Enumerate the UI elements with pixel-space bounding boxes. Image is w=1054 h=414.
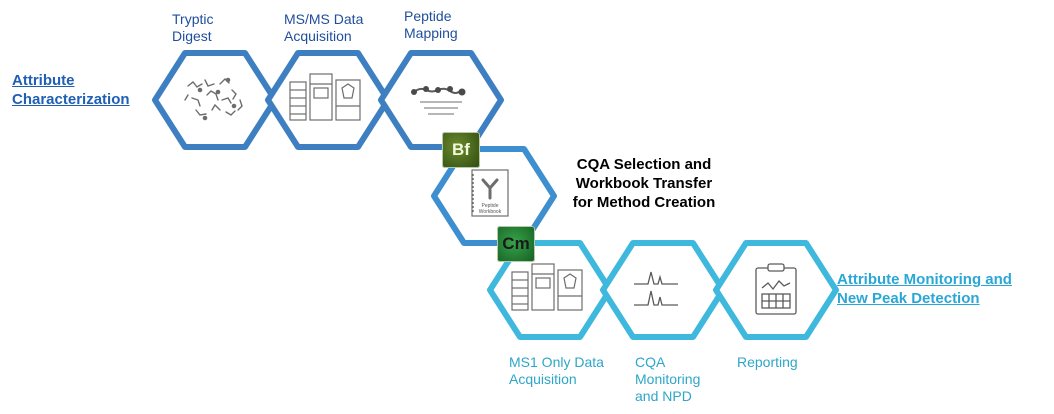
label-ms1-acquisition-line1: MS1 Only Data xyxy=(509,354,604,370)
label-tryptic-digest-line2: Digest xyxy=(172,28,212,44)
attribute-characterization-line1[interactable]: Attribute xyxy=(12,72,75,89)
peptide-chain-icon xyxy=(411,86,466,115)
workbook-text-line2: Workbook xyxy=(479,209,502,215)
cqa-selection-title: CQA Selection and Workbook Transfer for … xyxy=(561,155,727,212)
label-peptide-mapping: Peptide Mapping xyxy=(404,8,458,42)
attribute-characterization-link[interactable]: Attribute Characterization xyxy=(12,71,130,109)
chromatogram-icon xyxy=(634,271,678,306)
cqa-title-line1: CQA Selection and xyxy=(576,156,712,173)
label-cqa-monitoring-line1: CQA xyxy=(635,354,666,370)
bf-software-icon: Bf xyxy=(442,132,480,168)
digest-fragments-icon xyxy=(184,77,243,121)
label-reporting: Reporting xyxy=(737,354,798,371)
attribute-characterization-line2[interactable]: Characterization xyxy=(12,91,130,108)
cqa-title-line3: for Method Creation xyxy=(572,194,716,211)
label-ms1-acquisition: MS1 Only Data Acquisition xyxy=(509,354,604,388)
lc-ms-instrument-icon-2 xyxy=(511,263,583,311)
label-cqa-monitoring-line2: Monitoring xyxy=(635,371,701,387)
label-msms-acquisition: MS/MS Data Acquisition xyxy=(284,11,363,45)
label-msms-acquisition-line2: Acquisition xyxy=(284,28,352,44)
hex-tryptic-digest xyxy=(152,50,278,150)
attribute-monitoring-link[interactable]: Attribute Monitoring and New Peak Detect… xyxy=(837,270,1012,308)
hex-peptide-mapping xyxy=(378,50,504,150)
label-cqa-monitoring-line3: and NPD xyxy=(635,388,692,404)
workbook-icon: Peptide Workbook xyxy=(471,169,509,217)
workbook-text-line1: Peptide xyxy=(482,203,499,209)
label-cqa-monitoring: CQA Monitoring and NPD xyxy=(635,354,700,405)
label-msms-acquisition-line1: MS/MS Data xyxy=(284,11,364,27)
label-ms1-acquisition-line2: Acquisition xyxy=(509,371,577,387)
label-reporting-line1: Reporting xyxy=(737,354,798,370)
attribute-monitoring-line1[interactable]: Attribute Monitoring and xyxy=(837,271,1012,288)
cm-software-icon: Cm xyxy=(497,226,535,262)
label-peptide-mapping-line2: Mapping xyxy=(404,25,458,41)
clipboard-report-icon xyxy=(755,263,797,315)
attribute-monitoring-line2[interactable]: New Peak Detection xyxy=(837,290,980,307)
label-tryptic-digest: Tryptic Digest xyxy=(172,11,213,45)
lc-ms-instrument-icon xyxy=(289,73,361,121)
label-peptide-mapping-line1: Peptide xyxy=(404,8,452,24)
hex-cqa-monitoring xyxy=(600,240,726,340)
cqa-title-line2: Workbook Transfer xyxy=(575,175,713,192)
label-tryptic-digest-line1: Tryptic xyxy=(172,11,214,27)
